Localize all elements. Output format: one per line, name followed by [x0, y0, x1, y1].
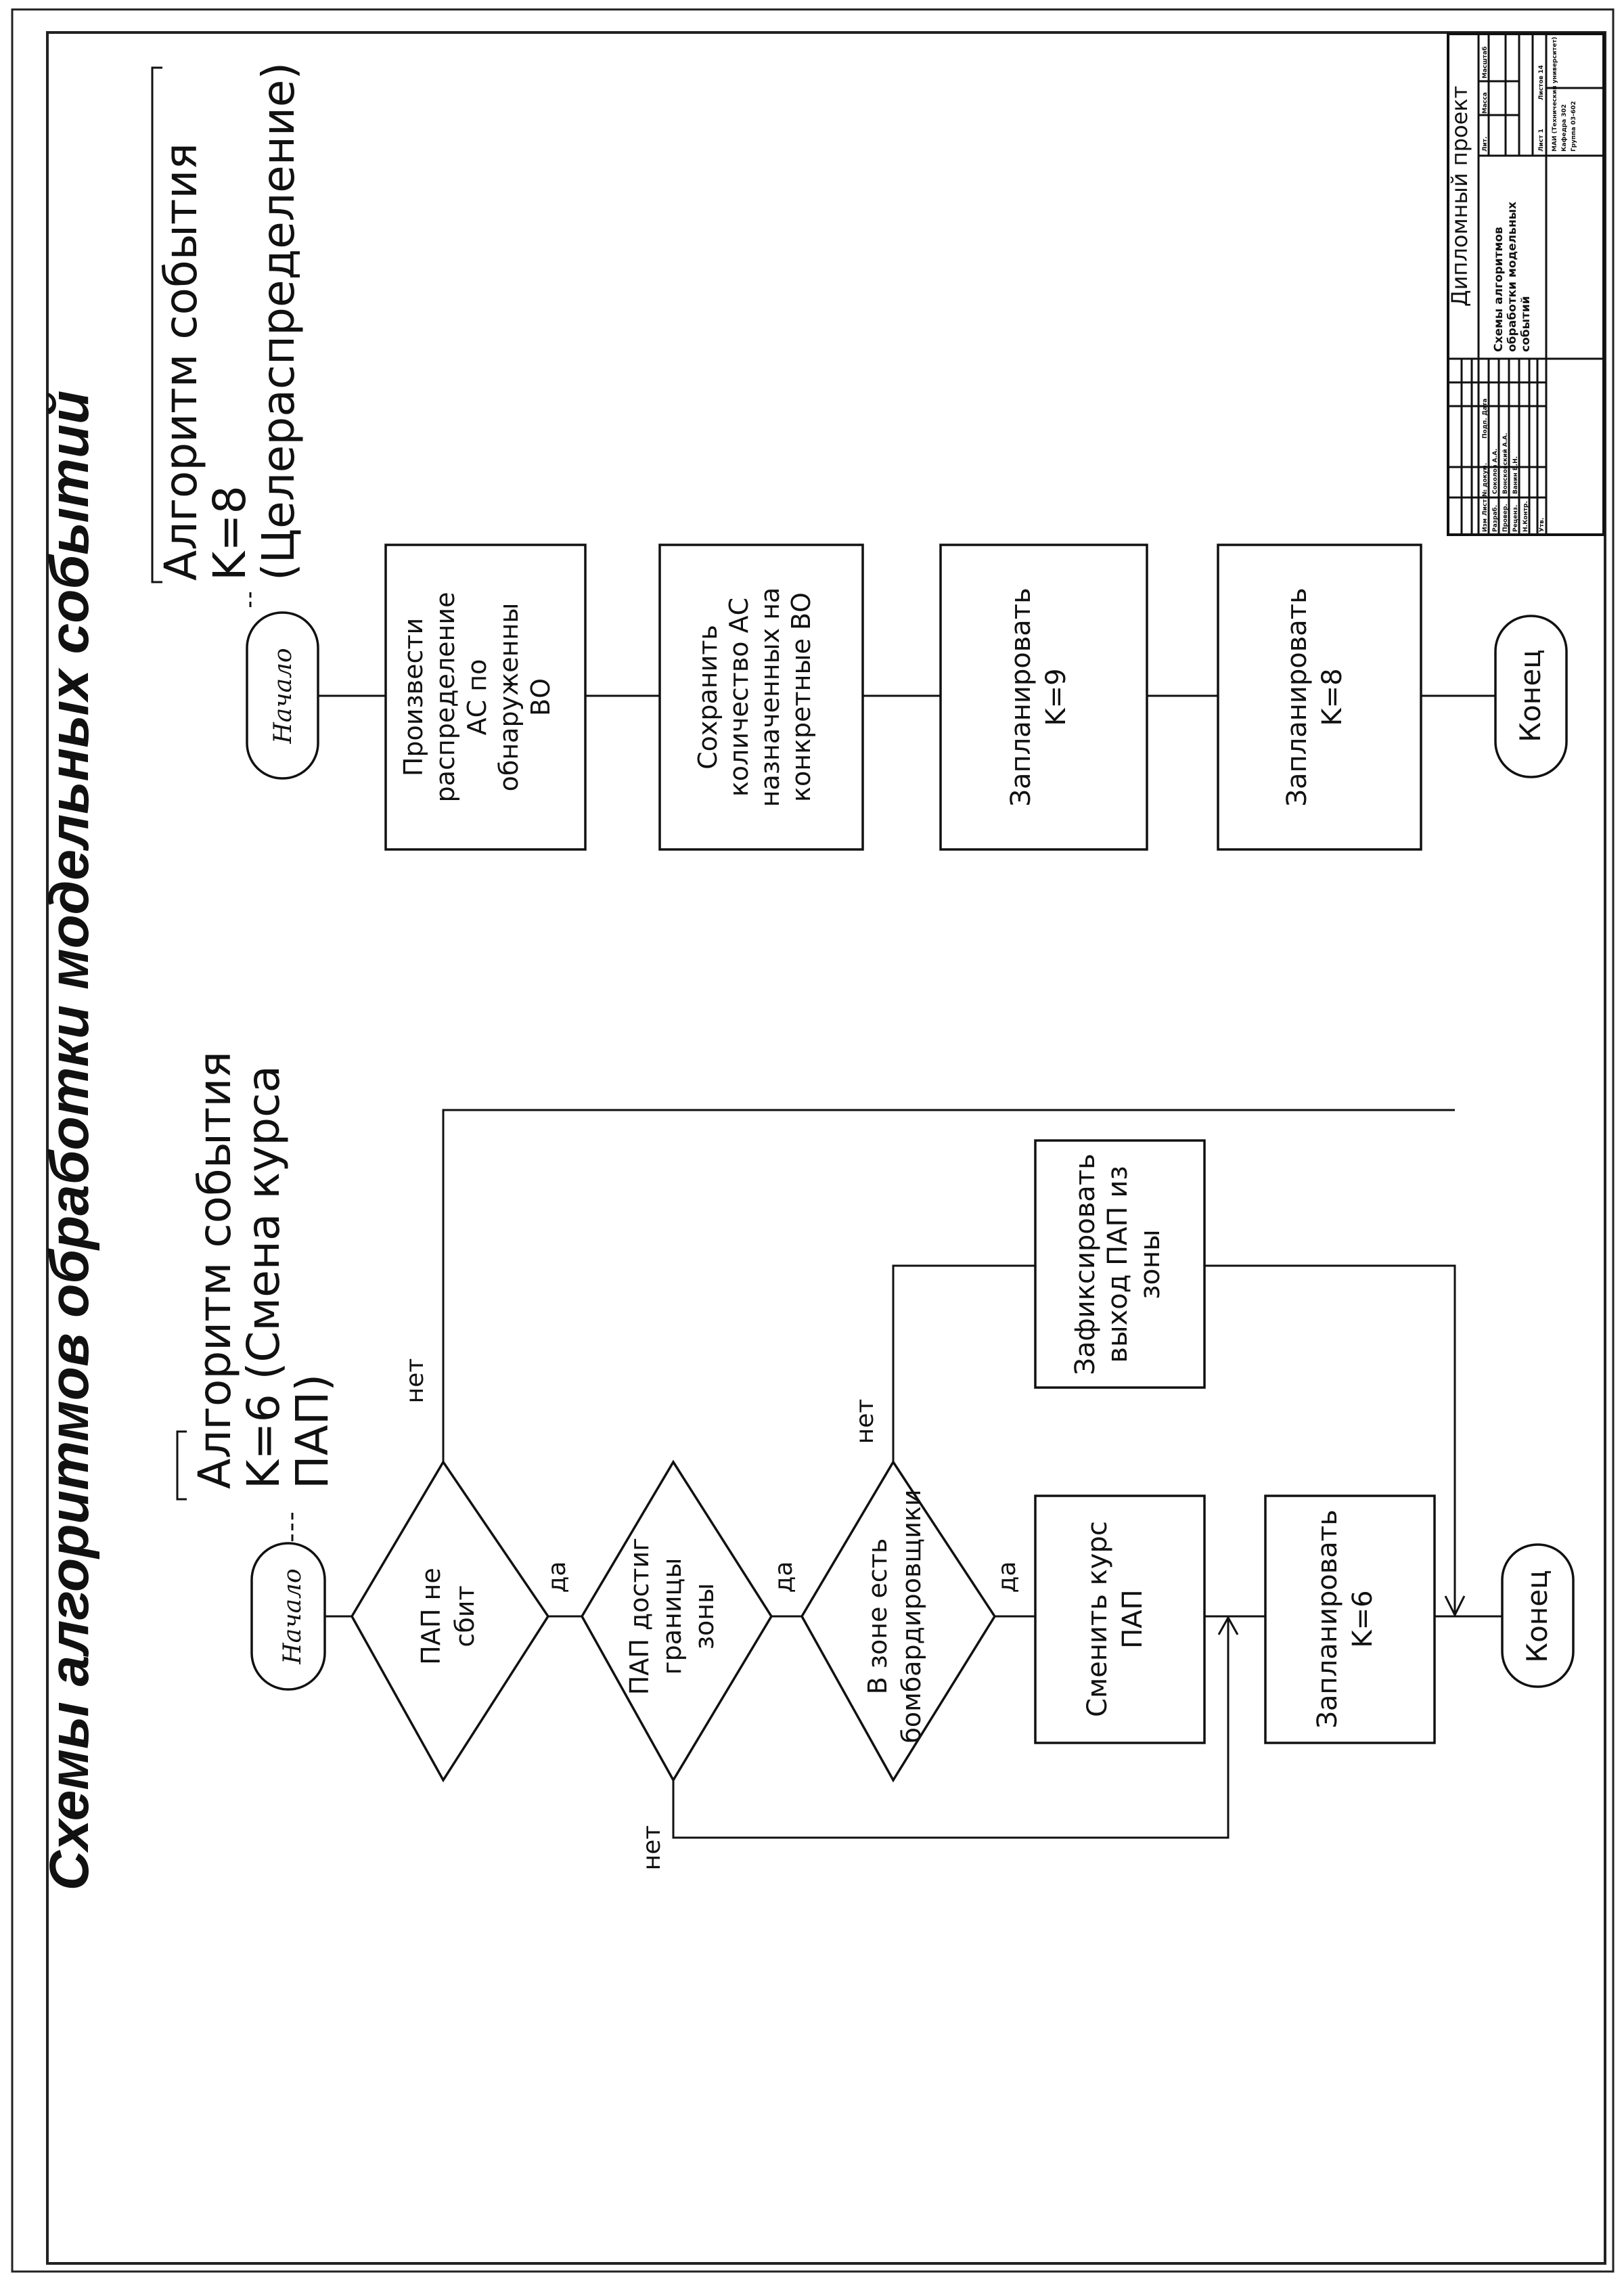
decision-1-line-1: ПАП не [416, 1568, 446, 1664]
process-b1-line-3: АС по [462, 659, 492, 736]
process-3-line-2: выход ПАП из [1102, 1166, 1133, 1363]
decision-2-line-1: ПАП достиг [625, 1538, 654, 1695]
inner-frame [46, 31, 1606, 2265]
flow-no-d1 [442, 1109, 1455, 1462]
stamp-scale: Масштаб [1481, 47, 1489, 79]
start-terminal-a [250, 1542, 326, 1691]
stamp-org-line-3: Группа 03-602 [1571, 101, 1577, 152]
stamp-subject-line-2: обработки модельных [1506, 202, 1519, 352]
stamp-role-checker: Провер. [1502, 504, 1509, 532]
stamp-subject-line-3: событий [1519, 296, 1533, 352]
process-schedule-k6 [1264, 1494, 1436, 1744]
process-save-count [658, 544, 864, 851]
stamp-mass: Масса [1482, 92, 1489, 114]
caption-b-line-2: K=8 [204, 485, 256, 581]
decision-2-line-3: зоны [690, 1583, 719, 1649]
process-b2-line-4: конкретные ВО [786, 592, 816, 802]
stamp-name-2: Вонсковский А.А. [1502, 433, 1509, 494]
algorithm-b: Алгоритм события K=8 (Целераспределение)… [151, 62, 1568, 851]
label-yes-d2: да [770, 1562, 798, 1593]
process-3-line-3: зоны [1135, 1229, 1166, 1299]
start-label-b: Начало [269, 648, 297, 744]
end-terminal-b [1494, 615, 1568, 778]
arrow-into-p2 [1217, 1615, 1239, 1635]
stamp-name-3: Ванин В.Н. [1512, 456, 1519, 494]
label-yes-d1: да [543, 1562, 571, 1593]
title-block: Дипломный проект Схемы алгоритмов обрабо… [1447, 32, 1605, 536]
process-b2-line-3: назначенных на [755, 588, 785, 807]
stamp-sheet: Лист 1 [1538, 129, 1545, 152]
process-schedule-k9 [939, 544, 1148, 851]
decision-2-line-2: границы [657, 1558, 687, 1675]
label-no-d1: нет [401, 1358, 429, 1404]
process-distribute-as [384, 544, 587, 851]
process-b2-line-1: Сохранить [693, 625, 723, 770]
process-2-line-2: K=6 [1347, 1590, 1378, 1647]
caption-b-line-1: Алгоритм события [155, 143, 207, 581]
flow-no-d2 [672, 1618, 1230, 1839]
label-yes-d3: да [993, 1562, 1021, 1593]
decision-bombers-in-zone [800, 1459, 997, 1783]
process-3-line-1: Зафиксировать [1070, 1153, 1101, 1375]
process-b3-line-1: Запланировать [1006, 588, 1037, 806]
stamp-col-date: Дата [1482, 399, 1489, 416]
stamp-role-normcontrol: Н.Контр. [1522, 501, 1529, 532]
algorithm-a: Алгоритм события K=6 (Смена курса ПАП) Н… [176, 1051, 1575, 1871]
decision-pap-reached-border [580, 1459, 773, 1783]
stamp-role-developer: Разраб. [1491, 505, 1499, 532]
stamp-subject-line-1: Схемы алгоритмов [1492, 227, 1506, 352]
process-b1-line-1: Произвести [399, 618, 428, 776]
stamp-project: Дипломный проект [1447, 86, 1472, 307]
stamp-name-1: Соколов А.А. [1492, 449, 1499, 494]
stamp-col-sign: Подп. [1482, 418, 1489, 439]
process-2-line-1: Запланировать [1312, 1509, 1343, 1728]
process-1-line-2: ПАП [1117, 1589, 1148, 1649]
stamp-role-reviewer: Реценз. [1512, 505, 1519, 532]
page-title: Схемы алгоритмов обработки модельных соб… [39, 391, 100, 1890]
process-change-course [1034, 1494, 1206, 1744]
stamp-col-doc: № докум. [1482, 463, 1489, 497]
start-terminal-b [246, 611, 319, 780]
decision-3-line-1: В зоне есть [863, 1538, 893, 1695]
stamp-lit: Лит. [1482, 137, 1489, 152]
process-b2-line-2: количество АС [724, 598, 754, 797]
stamp-sheets: Листов 14 [1538, 65, 1545, 100]
process-schedule-k8 [1217, 544, 1422, 851]
process-b4-line-1: Запланировать [1282, 588, 1313, 806]
process-b1-line-2: распределение [430, 592, 460, 803]
caption-a-line-3: ПАП) [286, 1374, 338, 1489]
caption-b-line-3: (Целераспределение) [252, 62, 304, 581]
process-1-line-1: Сменить курс [1082, 1521, 1113, 1717]
end-terminal-a [1501, 1543, 1575, 1688]
stamp-org-line-2: Кафедра 302 [1561, 104, 1568, 152]
decision-pap-not-shot [350, 1459, 550, 1783]
start-label-a: Начало [279, 1568, 307, 1664]
caption-a-line-2: K=6 (Смена курса [238, 1065, 290, 1489]
process-b1-line-4: обнаруженны [494, 603, 524, 792]
stamp-role-approved: Утв. [1539, 518, 1546, 532]
stamp-col-list: Лист [1482, 499, 1489, 516]
process-b4-line-2: K=8 [1317, 668, 1348, 726]
flow-no-d3 [892, 1264, 1035, 1462]
label-no-d2: нет [638, 1825, 666, 1871]
end-label-b: Конец [1514, 649, 1547, 742]
process-record-exit [1034, 1139, 1206, 1389]
caption-a-line-1: Алгоритм события [189, 1051, 241, 1489]
arrow-into-end-a [1444, 1595, 1466, 1618]
process-b1-line-5: ВО [526, 678, 556, 716]
outer-frame [11, 8, 1615, 2273]
decision-3-line-2: бомбардировщики [897, 1489, 926, 1743]
stamp-org-line-1: МАИ (Технический университет) [1552, 37, 1558, 152]
end-label-a: Конец [1520, 1570, 1554, 1662]
label-no-d3: нет [851, 1399, 879, 1444]
stamp-col-izm: Изм [1482, 518, 1489, 532]
decision-1-line-2: сбит [450, 1585, 480, 1647]
process-b3-line-2: K=9 [1041, 668, 1072, 726]
flow-p3-out [1204, 1264, 1456, 1616]
